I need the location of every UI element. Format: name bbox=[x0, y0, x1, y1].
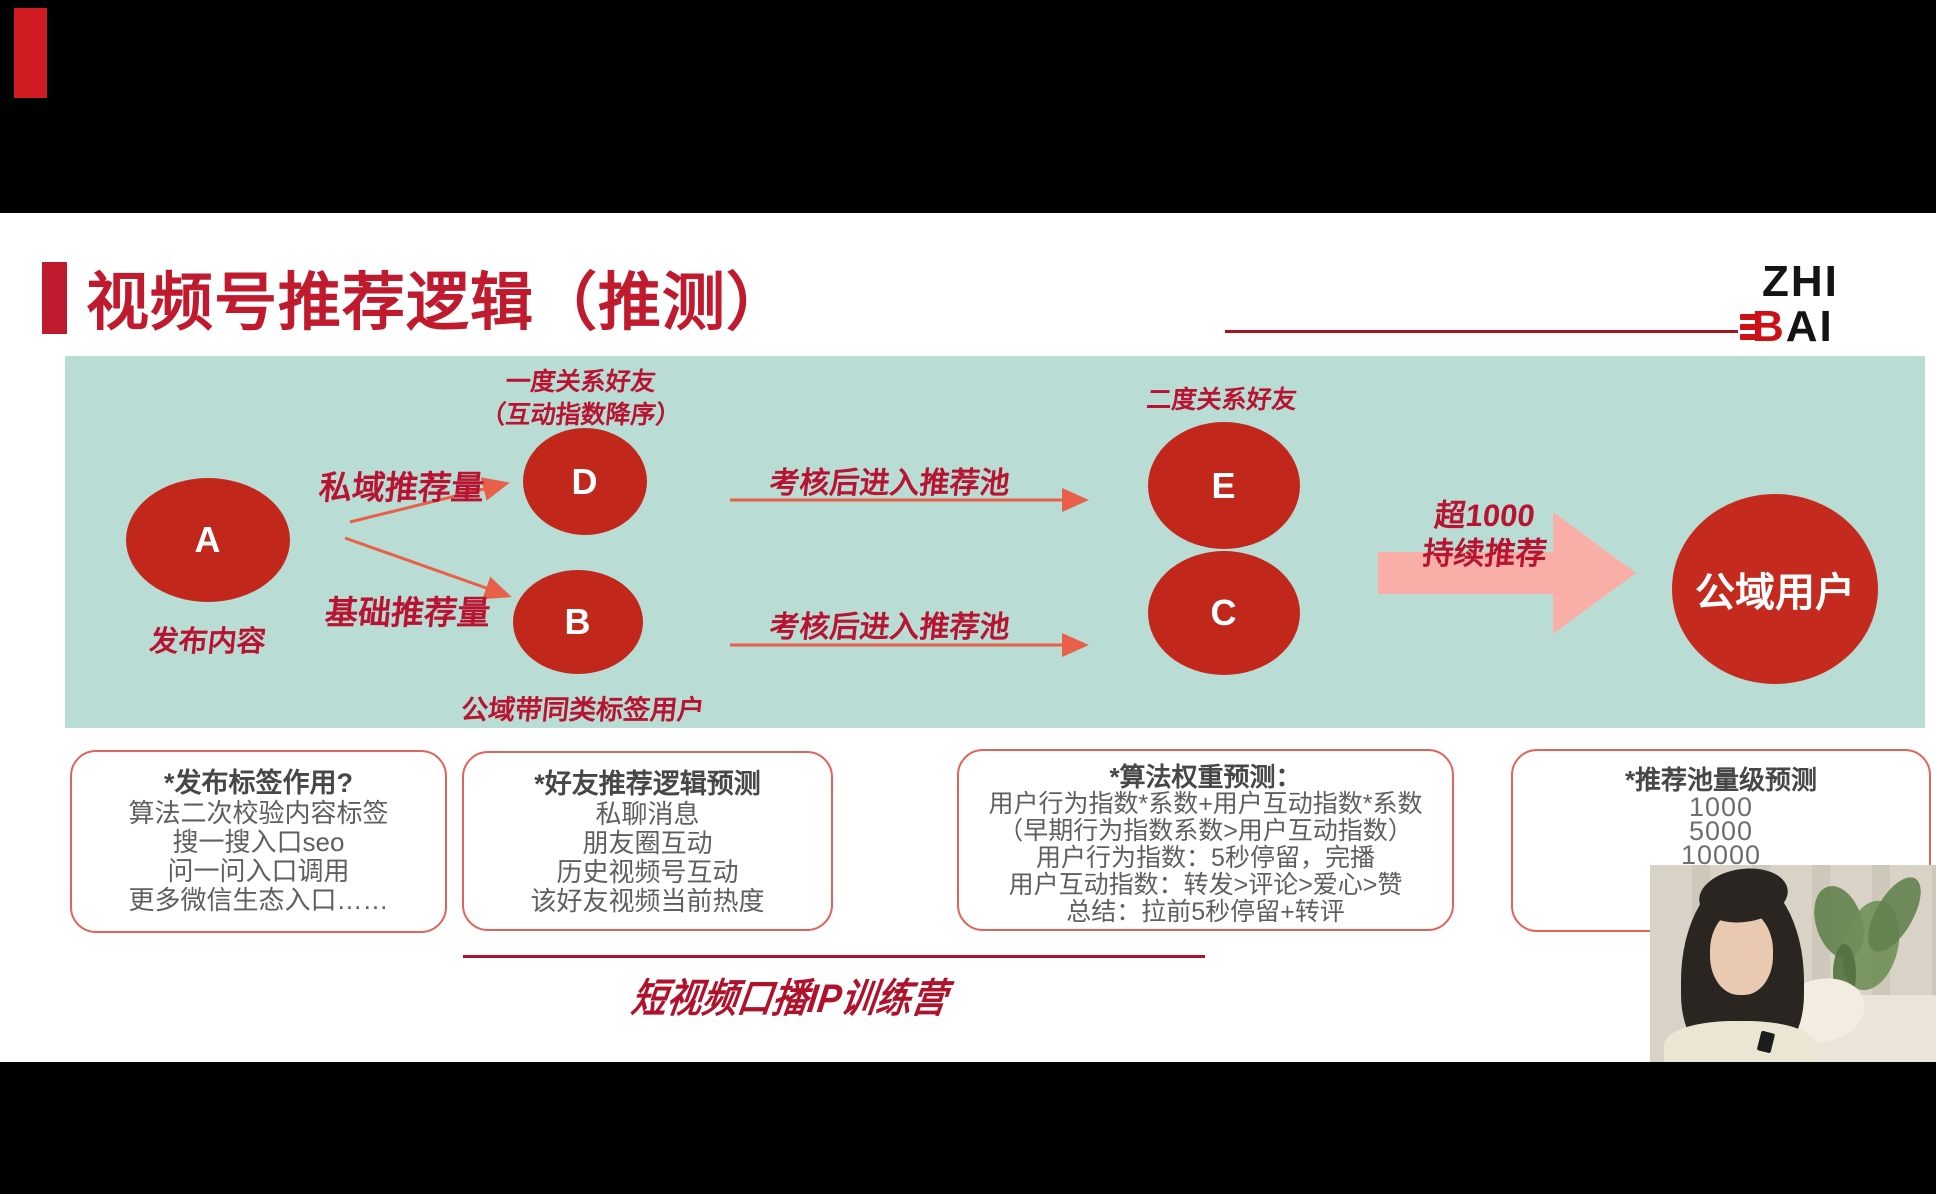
node-c: C bbox=[1148, 551, 1300, 675]
logo-letter-b: B bbox=[1752, 302, 1786, 351]
node-b: B bbox=[513, 570, 643, 674]
note-line: 更多微信生态入口…… bbox=[128, 885, 389, 915]
note-line: 用户行为指数*系数+用户互动指数*系数 bbox=[988, 790, 1423, 818]
note-line: 用户互动指数：转发>评论>爱心>赞 bbox=[1008, 871, 1403, 899]
note-line: 朋友圈互动 bbox=[582, 828, 713, 858]
diagram-panel bbox=[65, 356, 1925, 728]
edge-label-review-bottom: 考核后进入推荐池 bbox=[767, 611, 1012, 644]
caption-first-degree-friends: 一度关系好友 bbox=[504, 368, 658, 396]
node-public-users-label: 公域用户 bbox=[1695, 571, 1855, 615]
presenter-torso bbox=[1664, 1020, 1816, 1062]
edge-label-base-volume: 基础推荐量 bbox=[323, 594, 493, 631]
note-line: 1000 bbox=[1688, 792, 1754, 822]
presenter-face bbox=[1710, 910, 1773, 995]
logo-text-zhi: ZHI bbox=[1762, 257, 1839, 306]
logo-text-bai: B AI bbox=[1740, 305, 1890, 349]
caption-interaction-desc-order: （互动指数降序） bbox=[479, 401, 683, 429]
note-box-title: *算法权重预测： bbox=[1109, 762, 1302, 792]
note-line: 问一问入口调用 bbox=[167, 856, 350, 886]
note-line: （早期行为指数系数>用户互动指数） bbox=[998, 817, 1413, 845]
big-arrow-shaft bbox=[1378, 552, 1554, 594]
note-line: 该好友视频当前热度 bbox=[530, 886, 765, 916]
note-box-publish-tags: *发布标签作用? 算法二次校验内容标签 搜一搜入口seo 问一问入口调用 更多微… bbox=[70, 750, 447, 933]
page-title: 视频号推荐逻辑（推测） bbox=[86, 268, 790, 338]
note-line: 5000 bbox=[1688, 816, 1754, 846]
note-line: 用户行为指数：5秒停留，完播 bbox=[1036, 844, 1375, 872]
presenter-webcam bbox=[1650, 865, 1936, 1062]
title-accent-bar bbox=[42, 262, 67, 334]
logo-b-bars-icon bbox=[1740, 314, 1756, 340]
note-box-friend-logic: *好友推荐逻辑预测 私聊消息 朋友圈互动 历史视频号互动 该好友视频当前热度 bbox=[462, 751, 833, 931]
note-line: 总结：拉前5秒停留+转评 bbox=[1066, 898, 1345, 926]
note-line: 历史视频号互动 bbox=[556, 857, 739, 887]
note-box-title: *发布标签作用? bbox=[164, 768, 353, 798]
node-e-label: E bbox=[1211, 464, 1237, 506]
edge-label-review-top: 考核后进入推荐池 bbox=[767, 467, 1012, 500]
caption-public-same-tag-users: 公域带同类标签用户 bbox=[459, 695, 706, 725]
top-letterbox-bar bbox=[0, 0, 1936, 213]
big-arrow-head bbox=[1553, 512, 1636, 634]
edge-label-private-volume: 私域推荐量 bbox=[317, 469, 487, 506]
node-a-label: A bbox=[194, 519, 222, 560]
node-d: D bbox=[523, 428, 647, 535]
note-line: 搜一搜入口seo bbox=[172, 827, 345, 857]
note-box-title: *推荐池量级预测 bbox=[1624, 765, 1818, 795]
node-a: A bbox=[126, 478, 290, 602]
caption-second-degree-friends: 二度关系好友 bbox=[1145, 386, 1299, 414]
node-d-label: D bbox=[571, 460, 599, 502]
zhibai-logo: ZHI B AI bbox=[1740, 260, 1890, 349]
note-line: 私聊消息 bbox=[595, 799, 700, 829]
edge-label-continuous-recommend: 持续推荐 bbox=[1420, 536, 1549, 571]
red-corner-indicator bbox=[14, 8, 47, 98]
bottom-letterbox-bar bbox=[0, 1062, 1936, 1194]
node-public-users: 公域用户 bbox=[1672, 494, 1878, 684]
note-box-title: *好友推荐逻辑预测 bbox=[534, 769, 761, 799]
node-e: E bbox=[1148, 422, 1300, 549]
note-box-algorithm-weight: *算法权重预测： 用户行为指数*系数+用户互动指数*系数 （早期行为指数系数>用… bbox=[957, 749, 1454, 931]
note-line: 10000 bbox=[1680, 840, 1762, 870]
footer-divider-line bbox=[463, 955, 1205, 958]
footer-course-title: 短视频口播IP训练营 bbox=[628, 977, 950, 1021]
node-b-label: B bbox=[564, 601, 592, 642]
caption-published-content: 发布内容 bbox=[147, 626, 268, 658]
note-line: 算法二次校验内容标签 bbox=[128, 798, 389, 828]
node-c-label: C bbox=[1210, 592, 1238, 633]
logo-letters-ai: AI bbox=[1785, 302, 1834, 351]
logo-underline bbox=[1225, 330, 1738, 333]
